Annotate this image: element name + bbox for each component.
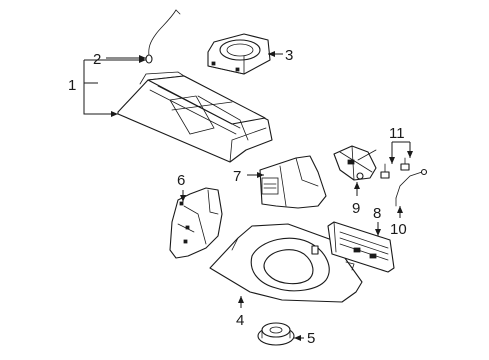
trunk-mat-part (209, 223, 363, 303)
callout-7: 7 (233, 168, 241, 185)
jack-part (333, 145, 377, 181)
package-tray-part (117, 71, 273, 163)
side-trim-left-part (169, 187, 223, 259)
wheel-holddown-part (257, 322, 295, 346)
side-trim-right-part (259, 155, 327, 209)
jack-handle-part (395, 168, 428, 207)
callout-4: 4 (236, 312, 244, 329)
leader-lines (83, 51, 413, 341)
bolts-part (380, 157, 410, 179)
callout-3: 3 (285, 47, 293, 64)
callout-8: 8 (373, 205, 381, 222)
callout-9: 9 (352, 200, 360, 217)
callout-5: 5 (307, 330, 315, 347)
callout-6: 6 (177, 172, 185, 189)
rear-trim-panel-part (327, 221, 395, 273)
callout-10: 10 (390, 221, 407, 238)
cable-part (145, 9, 181, 64)
callout-11: 11 (389, 125, 405, 142)
speaker-box-part (207, 33, 271, 75)
callout-1: 1 (68, 77, 76, 94)
callout-2: 2 (93, 51, 101, 68)
